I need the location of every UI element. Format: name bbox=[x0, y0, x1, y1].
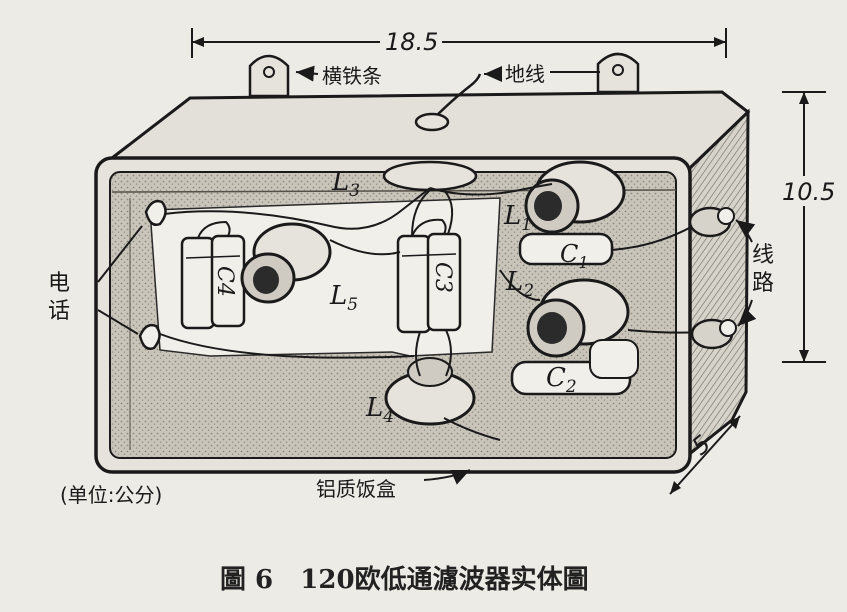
inductor-l5 bbox=[240, 222, 332, 304]
inductor-l1 bbox=[524, 160, 626, 234]
ground-wire-label: 地线 bbox=[505, 62, 545, 86]
lug-hole-icon bbox=[612, 64, 624, 76]
label-c1: C1 bbox=[560, 240, 589, 272]
label-c2: C2 bbox=[546, 363, 577, 397]
depth-dimension-line bbox=[669, 415, 741, 495]
label-l3: L3 bbox=[331, 167, 360, 201]
capacitor-c2 bbox=[510, 339, 639, 396]
iron-strip-label: 横铁条 bbox=[322, 64, 382, 88]
label-l5: L5 bbox=[329, 281, 358, 315]
line-label-bottom: 路 bbox=[752, 271, 774, 296]
inductor-l3 bbox=[382, 160, 478, 192]
inductor-l4 bbox=[384, 357, 501, 441]
figure-caption: 圖 6 120欧低通濾波器实体圖 bbox=[220, 564, 589, 595]
height-dimension-label: 10.5 bbox=[782, 178, 835, 206]
line-terminals bbox=[688, 206, 737, 350]
label-l4: L4 bbox=[365, 393, 394, 427]
box-material-label: 铝质饭盒 bbox=[316, 477, 396, 501]
line-label-top: 线 bbox=[752, 243, 774, 268]
phone-terminal-bottom bbox=[138, 323, 161, 350]
dimension-lines bbox=[191, 28, 828, 495]
label-c4: C4 bbox=[212, 266, 237, 297]
phone-terminals bbox=[138, 199, 167, 350]
callout-leaders bbox=[97, 65, 757, 485]
lug-hole-icon bbox=[263, 66, 275, 78]
label-l1: L1 bbox=[503, 201, 532, 235]
ground-lug bbox=[414, 112, 450, 132]
label-c3: C3 bbox=[430, 262, 455, 293]
phone-label-top: 电 bbox=[48, 271, 70, 296]
phone-label-bottom: 话 bbox=[48, 299, 70, 324]
mount-lug-right bbox=[596, 52, 640, 94]
phone-terminal-top bbox=[144, 199, 167, 226]
inductor-l2 bbox=[526, 278, 630, 358]
width-dimension-label: 18.5 bbox=[385, 28, 438, 56]
label-l2: L2 bbox=[505, 267, 534, 301]
ground-wire bbox=[414, 73, 482, 132]
capacitor-c4 bbox=[180, 220, 246, 330]
iron-strip-lugs bbox=[248, 52, 640, 98]
capacitor-c3 bbox=[396, 218, 462, 334]
unit-note: (单位:公分) bbox=[60, 483, 162, 507]
